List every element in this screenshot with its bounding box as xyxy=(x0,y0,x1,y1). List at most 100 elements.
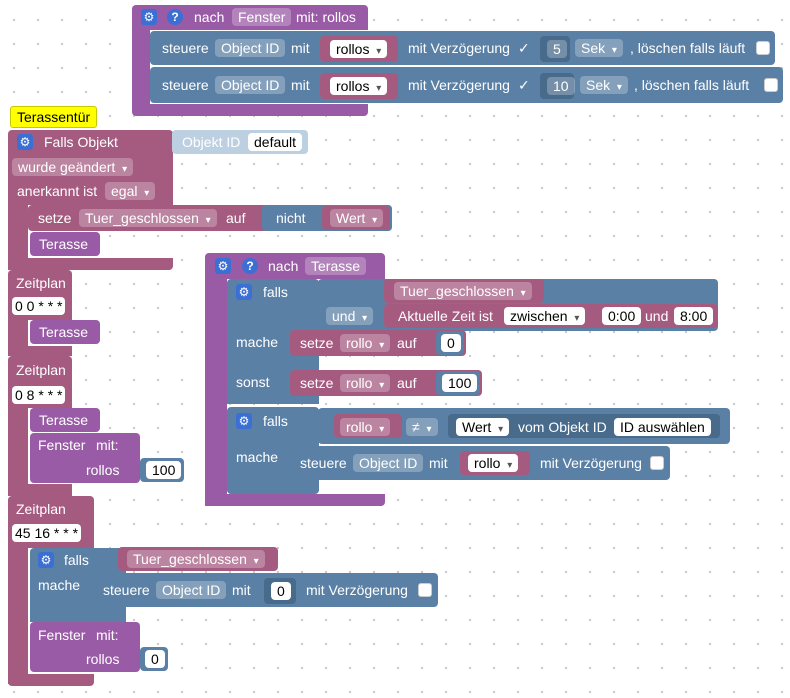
falls-label: falls xyxy=(64,552,89,568)
steuere-block-2[interactable] xyxy=(150,67,783,103)
nach-label: nach xyxy=(268,258,299,274)
verzoegerung-checkbox[interactable] xyxy=(650,456,664,470)
wert-dropdown[interactable]: Wert xyxy=(456,418,510,436)
gear-icon[interactable]: ⚙ xyxy=(141,9,157,25)
anerkannt-label: anerkannt ist xyxy=(17,183,98,199)
help-icon[interactable]: ? xyxy=(167,9,183,25)
comment-bubble[interactable]: Terassentür xyxy=(10,106,98,128)
delay-number-field[interactable]: 10 xyxy=(547,77,575,95)
rollo-dropdown[interactable]: rollo xyxy=(340,374,391,392)
rollo-dropdown[interactable]: rollo xyxy=(340,334,391,352)
zwischen-dropdown[interactable]: zwischen xyxy=(504,307,586,325)
delay-number-field[interactable]: 5 xyxy=(547,40,567,58)
rollos-var-dropdown[interactable]: rollos xyxy=(330,77,388,95)
rollos-param-label: rollos xyxy=(86,651,120,667)
variable-dropdown[interactable]: Tuer_geschlossen xyxy=(394,282,532,300)
trigger-footer xyxy=(8,258,173,270)
steuere-label: steuere xyxy=(162,40,209,56)
verzoegerung-label: mit Verzögerung xyxy=(306,582,408,598)
mit-params-label: mit: rollos xyxy=(296,9,356,25)
loeschen-checkbox[interactable] xyxy=(764,78,778,92)
und-dropdown[interactable]: und xyxy=(326,307,374,325)
call-fenster-block[interactable] xyxy=(30,433,140,483)
number-field[interactable]: 100 xyxy=(146,461,182,479)
steuere-label: steuere xyxy=(300,455,347,471)
zeitplan-label: Zeitplan xyxy=(16,362,66,378)
procedure-name-field[interactable]: Fenster xyxy=(232,8,292,26)
number-field[interactable]: 0 xyxy=(271,582,291,600)
object-id-field[interactable]: Object ID xyxy=(215,76,286,94)
procedure-fenster-body-left xyxy=(132,28,150,108)
nach-label: nach xyxy=(194,9,225,25)
rollo-dropdown[interactable]: rollo xyxy=(468,454,519,472)
call-terasse-block[interactable] xyxy=(30,408,100,432)
default-field[interactable]: default xyxy=(248,133,303,151)
steuere-label: steuere xyxy=(162,77,209,93)
gear-icon[interactable]: ⚙ xyxy=(236,413,252,429)
rollos-var-dropdown[interactable]: rollos xyxy=(330,40,388,58)
mit-label: mit xyxy=(232,582,251,598)
object-id-field[interactable]: Object ID xyxy=(215,39,286,57)
und-label: und xyxy=(645,308,669,324)
time-end-field[interactable]: 8:00 xyxy=(674,307,714,325)
unit-dropdown[interactable]: Sek xyxy=(580,76,628,94)
call-terasse-label: Terasse xyxy=(39,324,89,340)
gear-icon[interactable]: ⚙ xyxy=(38,552,54,568)
schedule-3-footer xyxy=(8,674,94,686)
help-icon[interactable]: ? xyxy=(242,258,258,274)
call-fenster-block[interactable] xyxy=(30,622,140,672)
number-field[interactable]: 0 xyxy=(145,650,165,668)
mache-label: mache xyxy=(236,334,279,350)
falls-block-footer xyxy=(30,612,126,622)
mit-label: mit: xyxy=(96,437,119,453)
delay-number-block[interactable] xyxy=(540,73,574,99)
rollo-dropdown[interactable]: rollo xyxy=(340,418,391,436)
verzoegerung-checkbox[interactable] xyxy=(418,583,432,597)
falls-objekt-label: Falls Objekt xyxy=(44,134,118,150)
variable-dropdown[interactable]: Tuer_geschlossen xyxy=(127,550,265,568)
mache-label: mache xyxy=(38,577,81,593)
zeit-label: Aktuelle Zeit ist xyxy=(398,308,493,324)
number-field[interactable]: 0 xyxy=(441,334,461,352)
schedule-2-rail xyxy=(8,404,28,494)
auf-label: auf xyxy=(226,210,246,226)
steuere-label: steuere xyxy=(103,582,150,598)
variable-dropdown[interactable]: Tuer_geschlossen xyxy=(79,209,217,227)
fenster-label: Fenster xyxy=(38,437,86,453)
wert-dropdown[interactable]: Wert xyxy=(330,209,384,227)
checkmark-icon[interactable]: ✓ xyxy=(518,40,530,56)
number-field[interactable]: 100 xyxy=(442,374,478,392)
time-start-field[interactable]: 0:00 xyxy=(602,307,642,325)
id-auswaehlen-field[interactable]: ID auswählen xyxy=(614,418,711,436)
operator-dropdown[interactable]: ≠ xyxy=(406,418,438,436)
delay-number-block[interactable] xyxy=(540,36,570,62)
schedule-1-footer xyxy=(8,346,72,356)
falls-label: falls xyxy=(263,413,288,429)
object-id-field[interactable]: Object ID xyxy=(156,581,227,599)
schedule-3-rail xyxy=(8,544,28,684)
egal-dropdown[interactable]: egal xyxy=(105,182,156,200)
call-terasse-block[interactable] xyxy=(30,232,100,256)
object-id-field[interactable]: Object ID xyxy=(353,454,424,472)
cron-field[interactable]: 45 16 * * * xyxy=(12,524,82,542)
procedure-terasse-footer xyxy=(205,494,385,506)
wurde-geaendert-dropdown[interactable]: wurde geändert xyxy=(12,158,134,176)
call-terasse-block[interactable] xyxy=(30,320,100,344)
checkmark-icon[interactable]: ✓ xyxy=(518,77,530,93)
steuere-block-1[interactable] xyxy=(150,31,775,65)
verzoegerung-label: mit Verzögerung xyxy=(408,77,510,93)
cron-field[interactable]: 0 8 * * * xyxy=(12,386,66,404)
mache-label: mache xyxy=(236,449,279,465)
if-block-2-footer xyxy=(227,480,319,494)
procedure-fenster-footer xyxy=(132,104,368,116)
gear-icon[interactable]: ⚙ xyxy=(17,134,33,150)
gear-icon[interactable]: ⚙ xyxy=(215,258,231,274)
gear-icon[interactable]: ⚙ xyxy=(236,284,252,300)
loeschen-checkbox[interactable] xyxy=(756,41,770,55)
loeschen-label: , löschen falls läuft xyxy=(634,77,750,93)
procedure-name-field[interactable]: Terasse xyxy=(305,257,367,275)
unit-dropdown[interactable]: Sek xyxy=(575,39,623,57)
verzoegerung-label: mit Verzögerung xyxy=(540,455,642,471)
procedure-terasse-block[interactable] xyxy=(205,253,385,279)
cron-field[interactable]: 0 0 * * * xyxy=(12,297,66,315)
